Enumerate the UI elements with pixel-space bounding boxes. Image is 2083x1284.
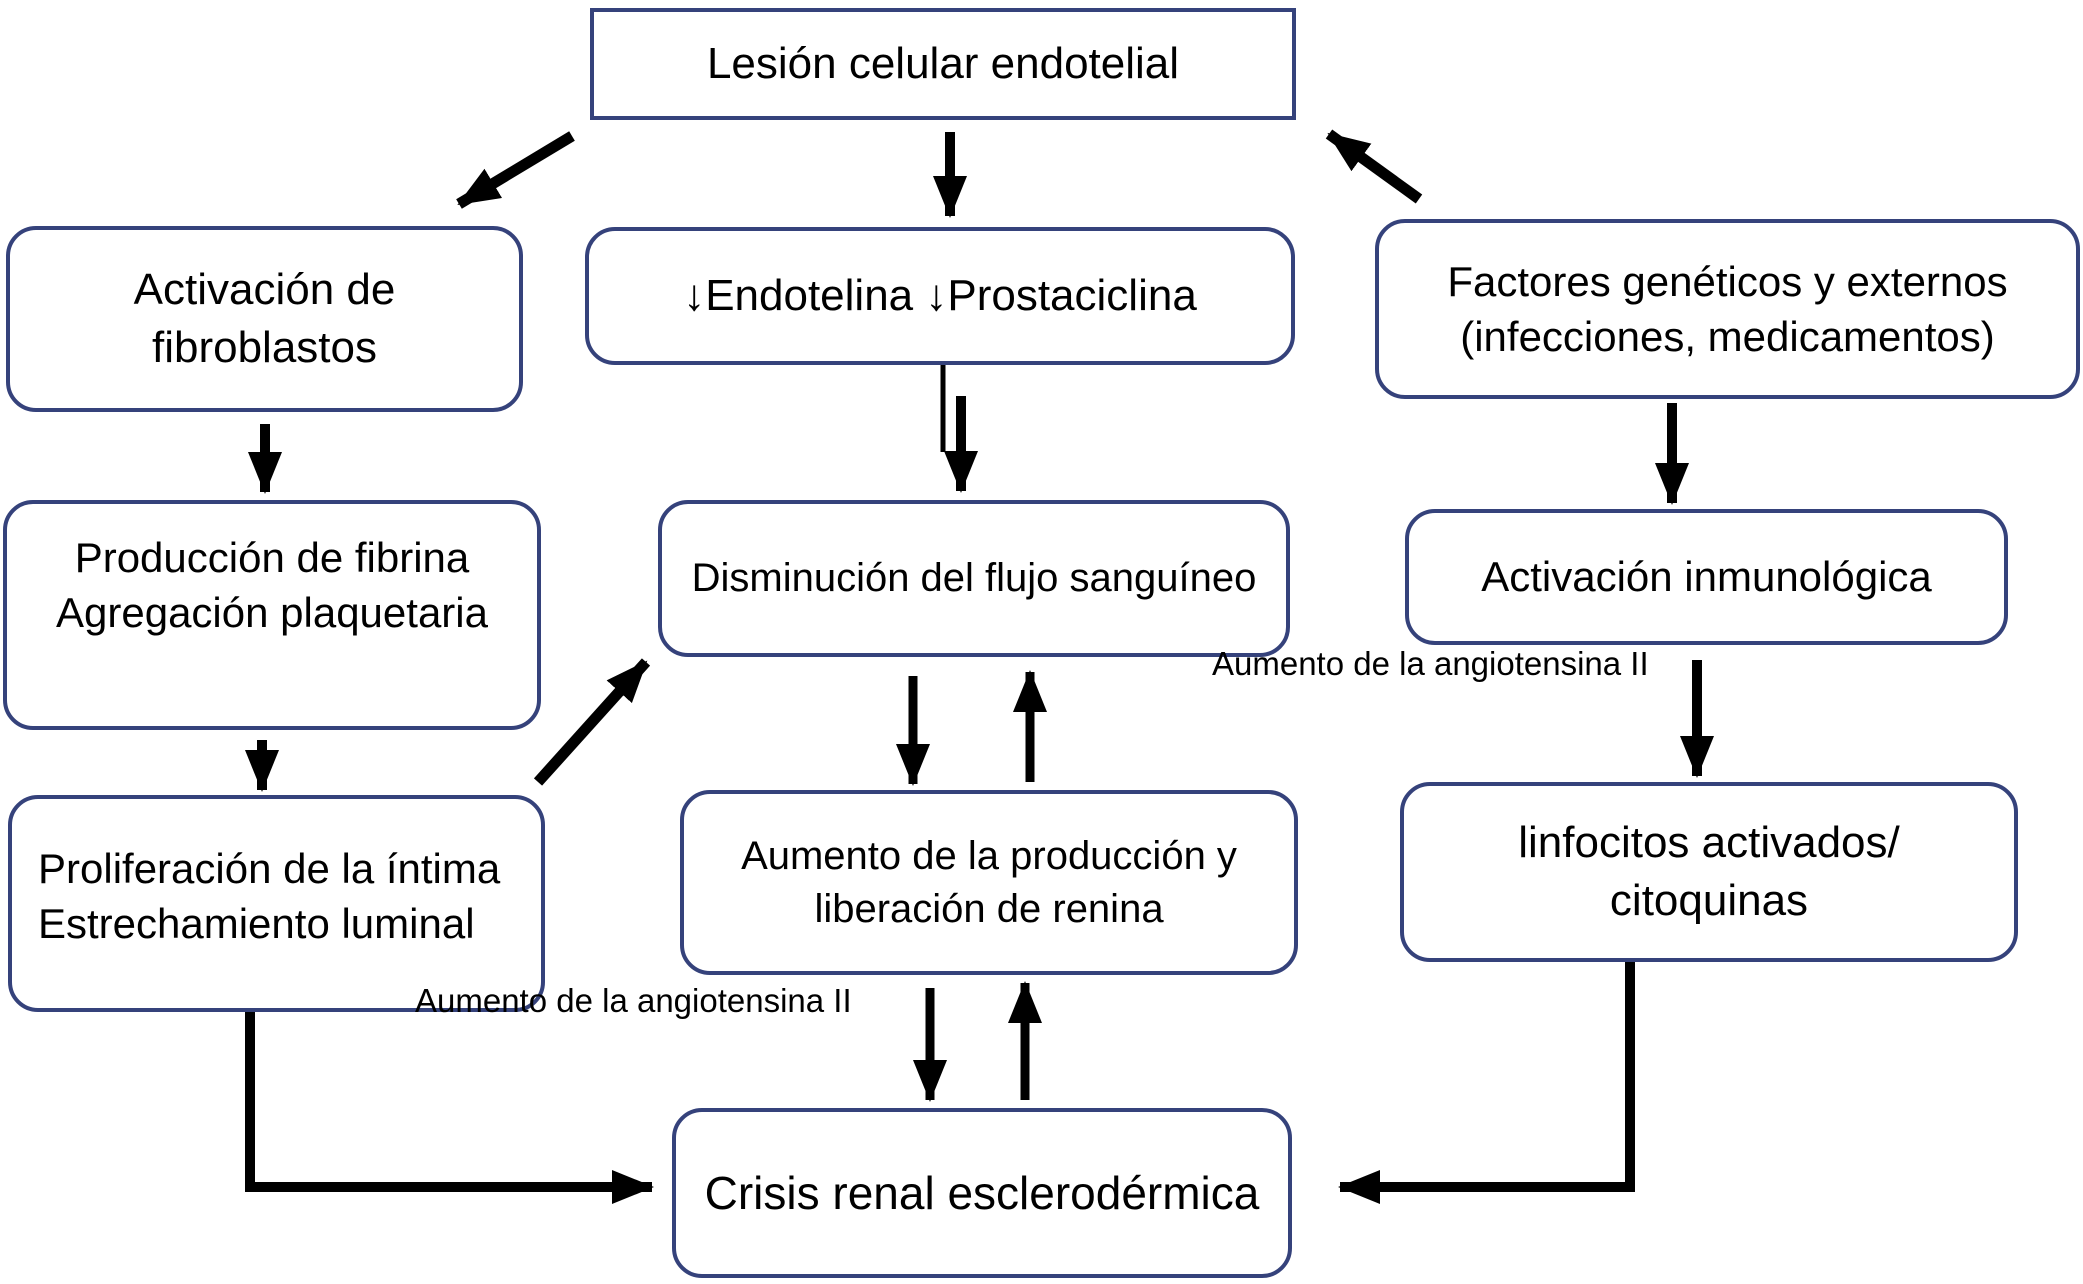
node-label-line: Estrechamiento luminal bbox=[38, 900, 475, 948]
node-label-line: Proliferación de la íntima bbox=[38, 845, 501, 892]
node-label-line: (infecciones, medicamentos) bbox=[1460, 313, 1995, 360]
node-aumento-renina: Aumento de la producción y liberación de… bbox=[680, 790, 1298, 975]
node-label-line: linfocitos activados/ bbox=[1518, 817, 1900, 867]
node-label-line: Agregación plaquetaria bbox=[56, 589, 488, 637]
arrow-factores-to-lesion bbox=[1325, 129, 1423, 204]
node-label: Crisis renal esclerodérmica bbox=[704, 1166, 1260, 1219]
node-label: Lesión celular endotelial bbox=[706, 38, 1180, 88]
arrow-proliferacion-to-crisis bbox=[245, 1012, 654, 1204]
arrow-linfocitos-to-crisis bbox=[1338, 962, 1635, 1204]
node-label-line: Aumento de la producción y bbox=[741, 833, 1237, 878]
label-aumento-angiotensina-right: Aumento de la angiotensina II bbox=[1212, 645, 1649, 682]
node-label: Disminución del flujo sanguíneo bbox=[691, 556, 1257, 601]
node-label: Activación inmunológica bbox=[1481, 553, 1932, 601]
arrow-lesion-to-activacion-fibroblastos bbox=[456, 131, 575, 209]
node-activacion-inmunologica: Activación inmunológica bbox=[1405, 509, 2008, 645]
node-produccion-fibrina: Producción de fibrina Agregación plaquet… bbox=[3, 500, 541, 730]
node-label-line: liberación de renina bbox=[814, 886, 1164, 931]
label-aumento-angiotensina-left: Aumento de la angiotensina II bbox=[415, 982, 852, 1019]
node-disminucion-flujo-sanguineo: Disminución del flujo sanguíneo bbox=[658, 500, 1290, 657]
node-label-line: fibroblastos bbox=[151, 323, 377, 372]
node-endotelina-prostaciclina: ↓Endotelina ↓Prostaciclina bbox=[585, 227, 1295, 365]
node-crisis-renal-esclerodermica: Crisis renal esclerodérmica bbox=[672, 1108, 1292, 1278]
node-label-line: Factores genéticos y externos bbox=[1447, 257, 2008, 305]
node-activacion-fibroblastos: Activación de fibroblastos bbox=[6, 226, 523, 412]
node-label: ↓Endotelina ↓Prostaciclina bbox=[683, 270, 1197, 320]
node-label-line: Producción de fibrina bbox=[74, 534, 470, 581]
node-lesion-celular-endotelial: Lesión celular endotelial bbox=[590, 8, 1296, 120]
node-label-line: citoquinas bbox=[1609, 876, 1809, 925]
node-factores-geneticos-externos: Factores genéticos y externos (infeccion… bbox=[1375, 219, 2080, 399]
node-proliferacion-intima: Proliferación de la íntima Estrechamient… bbox=[8, 795, 545, 1012]
arrow-proliferacion-to-disminucion bbox=[533, 658, 651, 786]
node-linfocitos-citoquinas: linfocitos activados/ citoquinas bbox=[1400, 782, 2018, 962]
node-label-line: Activación de bbox=[133, 264, 396, 314]
